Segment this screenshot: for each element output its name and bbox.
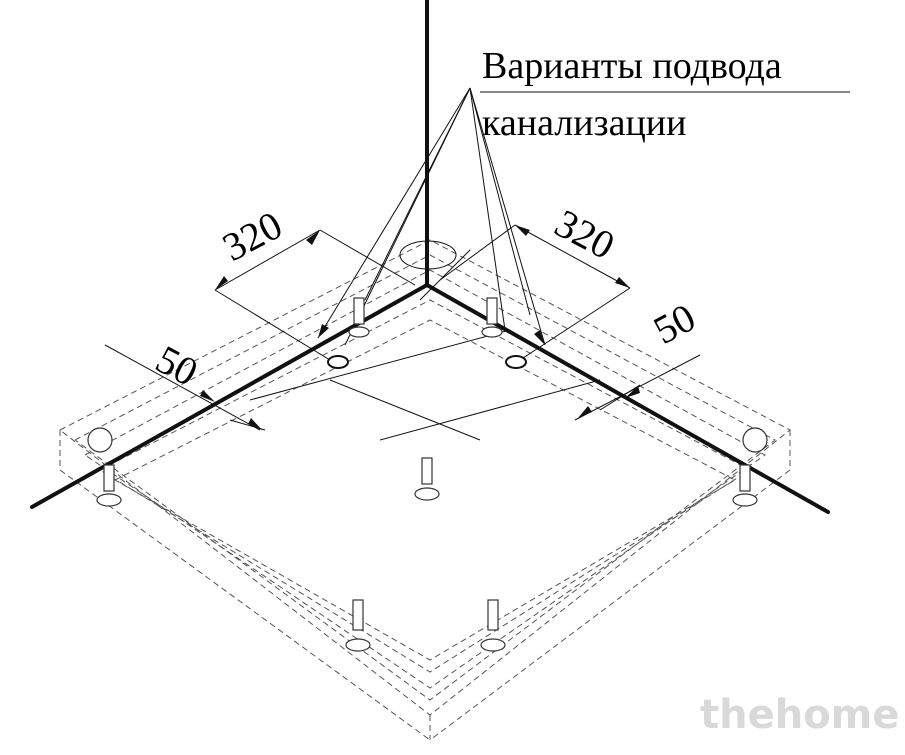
leader-lines bbox=[317, 87, 850, 346]
drain-options-label-line2: канализации bbox=[482, 102, 686, 144]
watermark: thehome bbox=[700, 692, 900, 738]
dimension-left-offset: 320 bbox=[215, 202, 289, 270]
drain-options-label-line1: Варианты подвода bbox=[482, 45, 782, 87]
foot-6 bbox=[345, 599, 371, 652]
dimension-right-50 bbox=[574, 354, 701, 421]
foot-4 bbox=[96, 464, 122, 507]
dimension-right-offset: 320 bbox=[548, 200, 622, 268]
drain-hole-left bbox=[327, 355, 349, 369]
corner-bracket-right bbox=[742, 427, 768, 453]
drain-hole-right bbox=[505, 355, 527, 369]
dimension-right-320 bbox=[439, 224, 631, 361]
centre-lines bbox=[249, 249, 601, 441]
foot-3 bbox=[414, 457, 440, 501]
foot-1 bbox=[348, 297, 370, 338]
adjustable-feet bbox=[87, 297, 768, 652]
dimension-right-wall: 50 bbox=[646, 294, 702, 353]
dimension-left-50 bbox=[104, 344, 266, 431]
corner-bracket-left bbox=[87, 427, 113, 453]
drain-hole-corner bbox=[399, 240, 457, 270]
drain-options bbox=[327, 240, 527, 369]
foot-5 bbox=[732, 464, 758, 507]
dimension-left-wall: 50 bbox=[149, 336, 205, 395]
foot-7 bbox=[480, 599, 506, 652]
foot-2 bbox=[481, 297, 503, 338]
